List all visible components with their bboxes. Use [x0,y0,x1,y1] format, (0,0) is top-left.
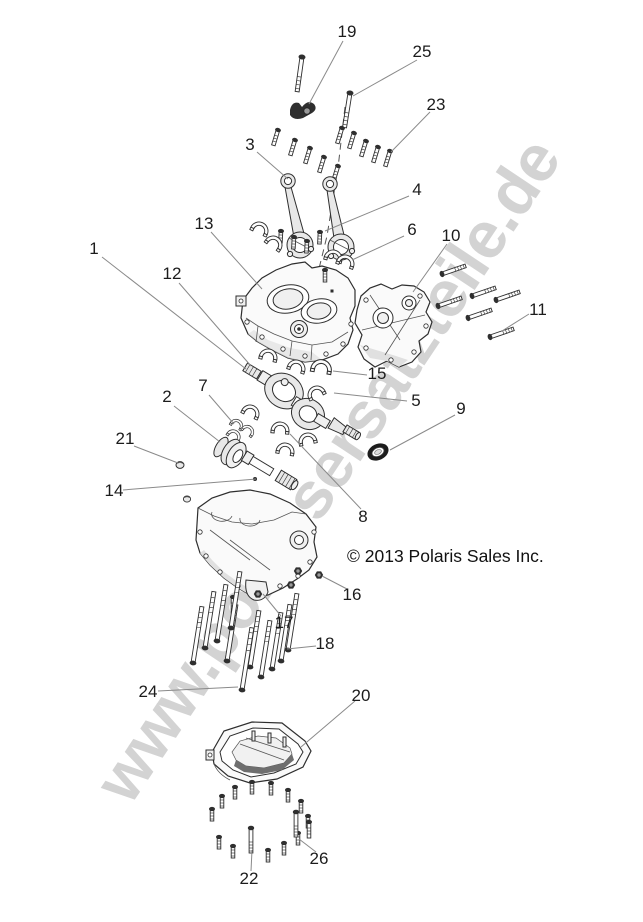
callout-label-15: 15 [367,364,387,383]
callout-label-26: 26 [309,849,329,868]
callout-label-22: 22 [239,869,259,888]
callout-label-11: 11 [529,300,547,319]
callout-label-1: 1 [89,239,99,258]
oil-pan-bolt-ring [208,779,313,863]
callout-label-6: 6 [407,220,417,239]
callout-label-25: 25 [412,42,432,61]
callout-label-9: 9 [456,399,466,418]
crankcase-lower-half [195,489,318,601]
callout-label-3: 3 [245,135,255,154]
callout-label-8: 8 [358,507,368,526]
callout-label-10: 10 [441,226,461,245]
callout-label-13: 13 [194,214,214,233]
callout-label-5: 5 [411,391,421,410]
crankcase-upper-half [235,261,356,363]
copyright-notice: © 2013 Polaris Sales Inc. [347,546,544,566]
callout-label-21: 21 [115,429,135,448]
callout-label-17: 17 [274,613,294,632]
callout-label-2: 2 [162,387,172,406]
crankshaft [242,362,362,441]
callout-label-24: 24 [138,682,158,701]
balance-shaft [213,416,299,491]
callout-label-4: 4 [412,180,422,199]
callout-label-7: 7 [198,376,208,395]
callout-label-16: 16 [342,585,362,604]
callout-label-23: 23 [426,95,446,114]
bearing-carrier-part-10 [354,283,433,368]
leader-lines [101,40,530,872]
callout-label-12: 12 [162,264,182,283]
top-bolt [293,53,307,93]
bolt-part-25 [340,89,355,129]
breather-bracket-part-19 [290,102,316,119]
oil-seal-part-9 [367,443,389,461]
carrier-bolts-part-11 [434,262,522,342]
oil-pan-part-20 [205,721,312,784]
callout-label-14: 14 [104,481,124,500]
callout-label-20: 20 [351,686,371,705]
callout-label-19: 19 [337,22,357,41]
dowel-lower [182,495,192,503]
callout-label-18: 18 [315,634,335,653]
